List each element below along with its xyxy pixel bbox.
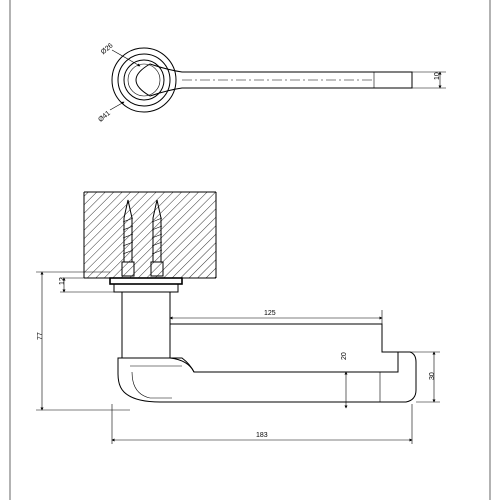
dia26-label: Ø26 [100,42,115,56]
dim125-label: 125 [264,310,276,317]
wall-section [84,192,216,278]
knurled-neck [121,291,171,359]
dim77-label: 77 [37,332,44,340]
dim10-label: 10 [434,72,441,80]
top-view: Ø26 Ø41 10 [97,42,446,124]
side-view: 12 77 125 20 30 183 [36,191,440,444]
dia41-leader [109,101,125,111]
top-lever-arm [135,63,413,97]
dim183-label: 183 [256,432,268,439]
rose-cap [113,283,179,293]
rose-outer-circle [111,47,177,113]
lever-inner-curve [131,371,172,399]
dia26-leader [111,49,141,67]
rose-inner-circle [123,59,165,101]
rose-base-plate [109,277,183,285]
lever-upper-arm [169,323,399,373]
dim30-label: 30 [429,372,436,380]
lever-body [117,351,417,403]
screw-right [150,199,164,277]
dim20-label: 20 [341,352,348,360]
rose-inner-circle-2 [127,63,161,97]
screw-left [121,199,135,277]
dim12-label: 12 [59,277,66,285]
dia41-label: Ø41 [97,110,112,124]
rose-ring-circle [117,53,171,107]
